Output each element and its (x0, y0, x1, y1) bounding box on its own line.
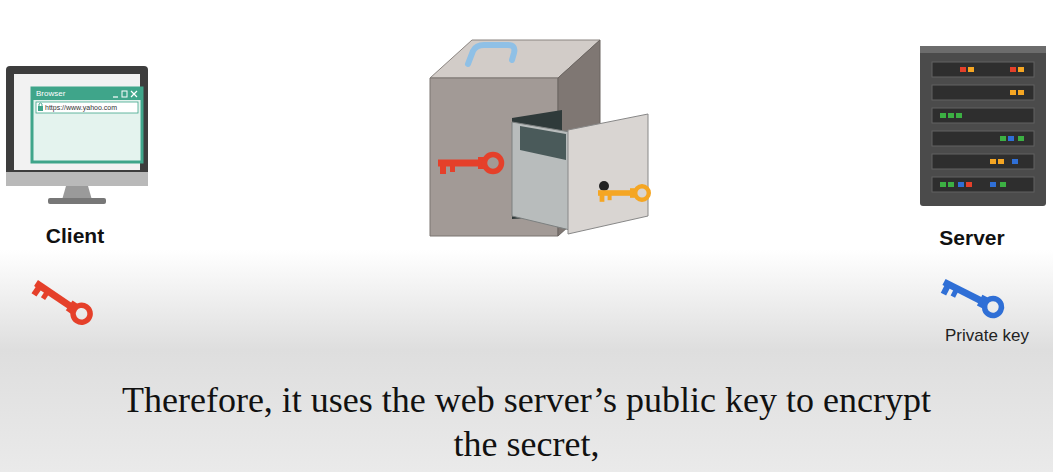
monitor-chin (6, 172, 148, 186)
key-icon (598, 186, 649, 202)
key-icon (30, 276, 94, 328)
close-icon (131, 91, 137, 97)
led (1008, 136, 1014, 141)
rack-slot (932, 131, 1034, 146)
monitor-neck (62, 186, 92, 200)
led (1010, 67, 1016, 72)
led (1018, 136, 1024, 141)
browser-titlebar (32, 88, 142, 100)
led (956, 113, 962, 118)
keyhole (599, 181, 609, 191)
monitor-icon (6, 66, 148, 204)
device-label: Server (900, 225, 1044, 251)
monitor-base (48, 198, 106, 204)
safe-handle (468, 45, 514, 64)
caption-band (0, 250, 1053, 472)
address-bar (36, 102, 138, 113)
led (958, 182, 964, 187)
rack-slot (932, 62, 1034, 77)
lock-icon (38, 106, 43, 111)
led (990, 182, 996, 187)
rack-top (920, 46, 1046, 53)
led (966, 182, 972, 187)
led (940, 182, 946, 187)
led (1018, 90, 1024, 95)
led (1000, 182, 1006, 187)
rack-slot (932, 154, 1034, 169)
drawer-side (512, 122, 570, 230)
device-label: Client (0, 223, 150, 249)
drawer-front (568, 114, 648, 234)
rack-slot (932, 85, 1034, 100)
monitor-bezel (6, 66, 148, 186)
url-text: https://www.yahoo.com (45, 103, 117, 112)
rack-slot (932, 108, 1034, 123)
server-machine: Server (900, 40, 1046, 252)
key-icon (939, 274, 1004, 320)
rack-slot (932, 177, 1034, 192)
led (1000, 136, 1006, 141)
led (960, 67, 966, 72)
led (1012, 159, 1018, 164)
key-label: Private key (927, 326, 1047, 346)
key-icon (438, 155, 502, 175)
drawer-inside (520, 126, 566, 160)
browser-window (32, 88, 142, 162)
led (968, 67, 974, 72)
rack-body (920, 46, 1046, 206)
led (1018, 67, 1024, 72)
browser-window: Browser https://www.yahoo.com (32, 88, 142, 162)
led (1010, 90, 1016, 95)
led (948, 182, 954, 187)
caption-text: Therefore, it uses the web server’s publ… (121, 378, 932, 466)
client-computer: Browser https://www.yahoo.comClient (0, 60, 152, 252)
led (998, 159, 1004, 164)
server-rack (920, 46, 1046, 206)
lock-shackle (39, 103, 42, 106)
window-title: Browser (36, 89, 65, 99)
led (940, 113, 946, 118)
minimize-icon (113, 96, 118, 97)
led (948, 113, 954, 118)
safe-box (430, 40, 648, 236)
led (990, 159, 996, 164)
maximize-icon (122, 91, 127, 97)
